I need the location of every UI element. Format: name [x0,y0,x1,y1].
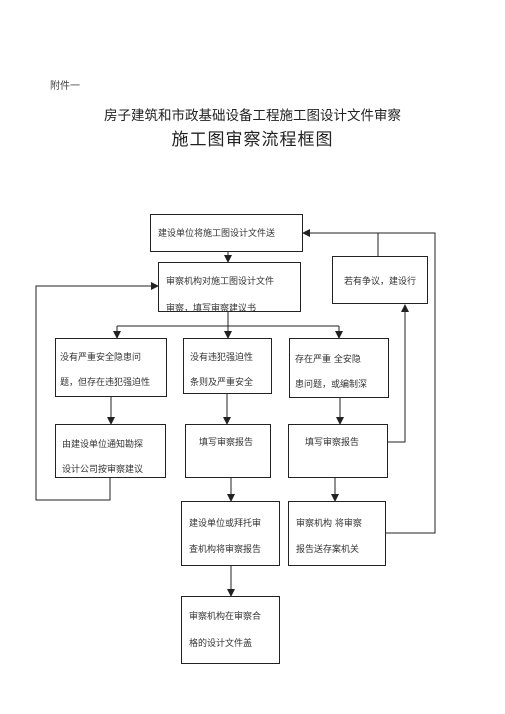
no-serious-hazard-text-2: 题，但存在违犯强迫性 [60,378,151,388]
dispute-box-text: 若有争议，建设行 [344,277,417,287]
no-violation-box [183,338,272,394]
submit-report-text-1: 建设单位或拜托审 [189,519,262,529]
notify-box [55,424,166,478]
archive-box [288,501,386,566]
report-right-box [288,424,388,478]
flowchart-title: 施工图审察流程框图 [171,130,334,150]
serious-hazard-text-2: 患问题，或编制深 [295,380,368,390]
review-box [158,262,301,312]
dispute-box [332,256,428,304]
annex-label: 附件一 [50,81,80,92]
review-box-text-2: 审察，填写审察建议书 [166,304,257,314]
report-middle-box [185,424,271,478]
submit-box-text: 建设单位将施工图设计文件送 [158,229,276,239]
archive-text-2: 报告送存案机关 [296,545,360,555]
archive-text-1: 审察机构 将审察 [296,519,362,529]
review-box-text-1: 审察机构对施工图设计文件 [166,277,275,287]
no-serious-hazard-text-1: 没有严重安全隐患问 [60,353,142,363]
notify-text-2: 设计公司按审察建议 [62,465,144,475]
loop-notify-to-review [35,282,159,501]
qualified-text-2: 格的设计文件盖 [189,639,253,649]
loop-archive-to-submit [302,229,436,534]
report-middle-label: 填写审察报告 [199,438,254,448]
report-right-label: 填写审察报告 [305,438,360,448]
document-title: 房子建筑和市政基础设备工程施工图设计文件审察 [104,108,401,124]
no-violation-text-2: 条则及严重安全 [190,378,254,388]
no-violation-text-1: 没有违犯强迫性 [190,353,254,363]
qualified-box [181,596,280,664]
submit-box [150,214,303,252]
submit-report-box [181,501,280,566]
submit-report-text-2: 查机构将审察报告 [189,545,262,555]
serious-hazard-box [289,338,389,398]
serious-hazard-text-1: 存在严重 全安隐 [295,355,361,365]
notify-text-1: 由建设单位通知勘探 [62,440,144,450]
qualified-text-1: 审察机构在审察合 [189,612,262,622]
line-report-to-dispute [388,304,409,443]
no-serious-hazard-box [55,338,167,397]
